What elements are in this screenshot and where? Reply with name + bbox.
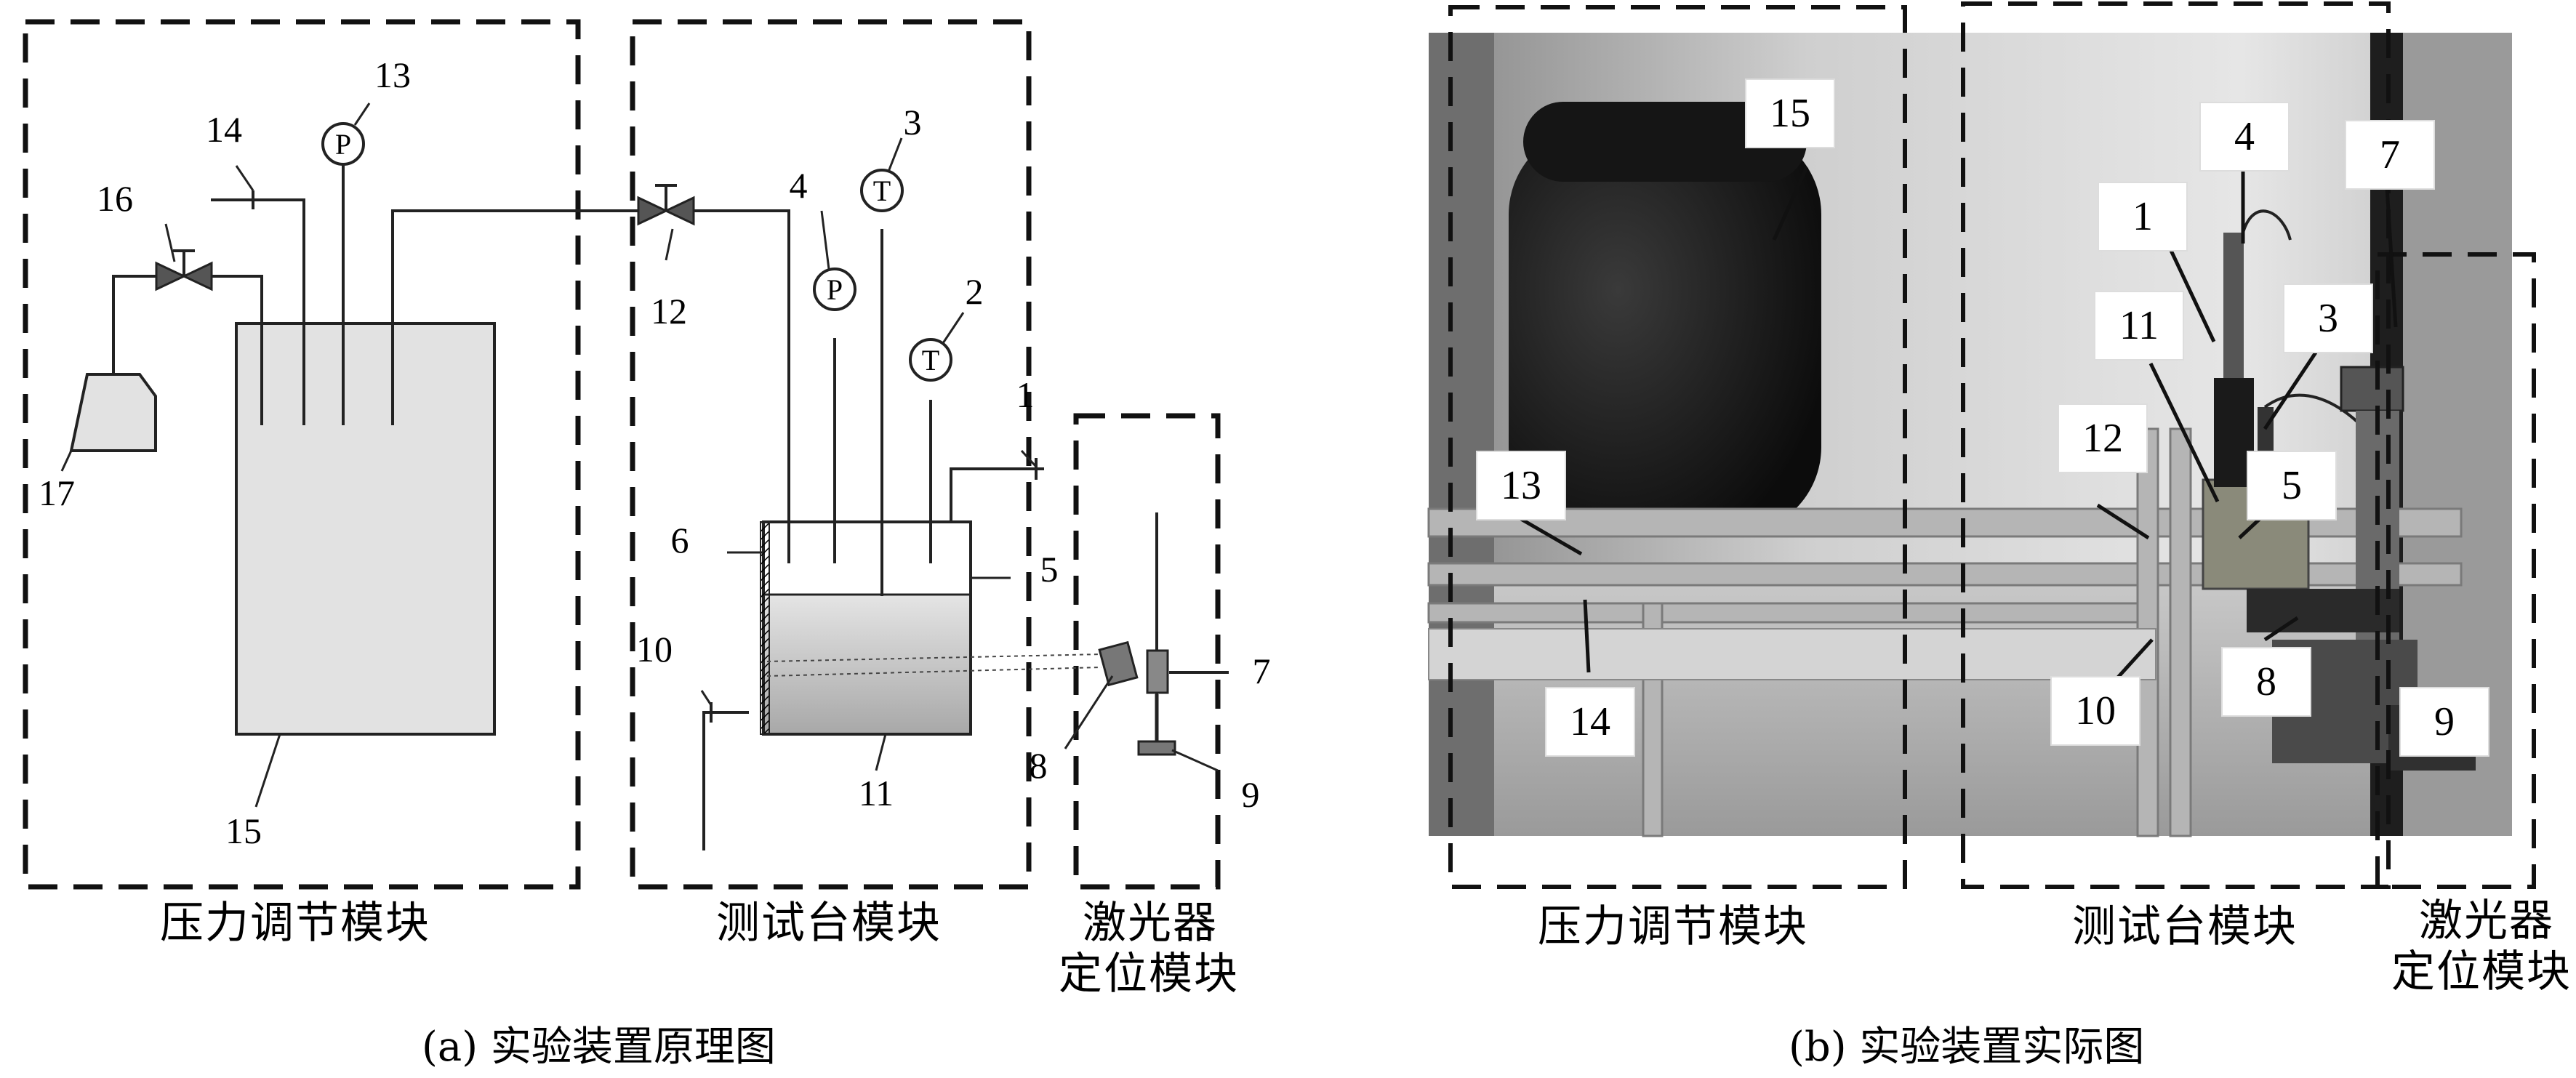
label-1: 1 — [1016, 374, 1035, 415]
photo-label-10: 10 — [2050, 676, 2140, 746]
gauge-t-3: T — [873, 174, 891, 207]
pressure-tank — [235, 322, 496, 736]
photo-module-label-pressure: 压力调节模块 — [1538, 901, 1808, 952]
laser-emitter — [1098, 640, 1139, 687]
laser-holder — [1146, 649, 1169, 694]
temperature-gauge-2 — [909, 338, 952, 382]
photo-label-5: 5 — [2247, 451, 2337, 520]
label-5: 5 — [1040, 549, 1059, 590]
module-label-pressure: 压力调节模块 — [160, 898, 430, 949]
label-2: 2 — [966, 271, 984, 312]
label-12: 12 — [651, 291, 687, 331]
module-label-laser-2: 定位模块 — [1059, 949, 1239, 999]
window-6 — [760, 521, 770, 735]
vessel-liquid — [763, 596, 971, 734]
label-17: 17 — [39, 472, 75, 513]
photo-label-12: 12 — [2058, 403, 2148, 473]
label-16: 16 — [97, 178, 133, 219]
gauge-t-2: T — [922, 344, 939, 377]
photo-test-bench-box — [1961, 1, 2391, 889]
pressure-gauge-4 — [813, 268, 856, 311]
label-15: 15 — [225, 810, 262, 851]
photo-label-13: 13 — [1476, 451, 1566, 520]
module-label-test-bench: 测试台模块 — [716, 898, 942, 949]
laser-base — [1137, 740, 1176, 756]
label-8: 8 — [1030, 745, 1048, 786]
temperature-gauge-3 — [860, 169, 904, 212]
pressure-module-box — [23, 19, 581, 890]
photo-laser-stand — [2340, 366, 2404, 412]
label-10: 10 — [636, 629, 673, 669]
photo-pressure-box — [1448, 5, 1907, 889]
photo-panel: 15 4 7 1 3 11 13 12 5 14 10 8 9 压力调节模块 测… — [1411, 0, 2576, 1078]
label-7: 7 — [1253, 651, 1271, 691]
photo-module-label-test-bench: 测试台模块 — [2072, 901, 2298, 952]
valve-12-icon — [637, 184, 695, 226]
photo-laser-box — [2375, 252, 2536, 889]
valve-16-icon — [155, 249, 213, 291]
caption-a: (a) 实验装置原理图 — [422, 1023, 776, 1071]
photo-module-label-laser-1: 激光器 — [2419, 896, 2554, 946]
label-13: 13 — [374, 55, 411, 95]
photo-label-8: 8 — [2221, 647, 2311, 717]
label-9: 9 — [1242, 774, 1260, 815]
caption-b: (b) 实验装置实际图 — [1789, 1023, 2145, 1071]
schematic-panel: P P T T 13 14 16 12 3 4 2 1 6 5 10 7 8 1… — [0, 0, 1280, 1078]
photo-label-1: 1 — [2098, 182, 2188, 252]
photo-label-7: 7 — [2345, 120, 2435, 190]
module-label-laser-1: 激光器 — [1083, 898, 1218, 949]
photo-tank — [1509, 127, 1821, 534]
gauge-p-4: P — [827, 273, 843, 306]
photo-label-4: 4 — [2199, 102, 2290, 172]
photo-module-label-laser-2: 定位模块 — [2391, 946, 2572, 997]
photo-label-3: 3 — [2283, 283, 2373, 353]
label-6: 6 — [671, 520, 689, 560]
gauge-p-13: P — [335, 128, 351, 161]
label-3: 3 — [904, 102, 922, 142]
photo-label-14: 14 — [1545, 687, 1635, 757]
photo-label-15: 15 — [1745, 79, 1835, 148]
label-14: 14 — [206, 109, 242, 150]
pressure-gauge-13 — [321, 122, 365, 166]
test-bench-module-box — [630, 19, 1032, 890]
gas-bottle — [69, 373, 157, 452]
label-11: 11 — [859, 773, 894, 813]
schematic-diagram: P P T T 13 14 16 12 3 4 2 1 6 5 10 7 8 1… — [23, 19, 1271, 890]
photo-label-9: 9 — [2399, 687, 2489, 757]
photo-label-11: 11 — [2094, 291, 2184, 361]
label-4: 4 — [790, 165, 808, 206]
laser-module-box — [1073, 413, 1221, 890]
